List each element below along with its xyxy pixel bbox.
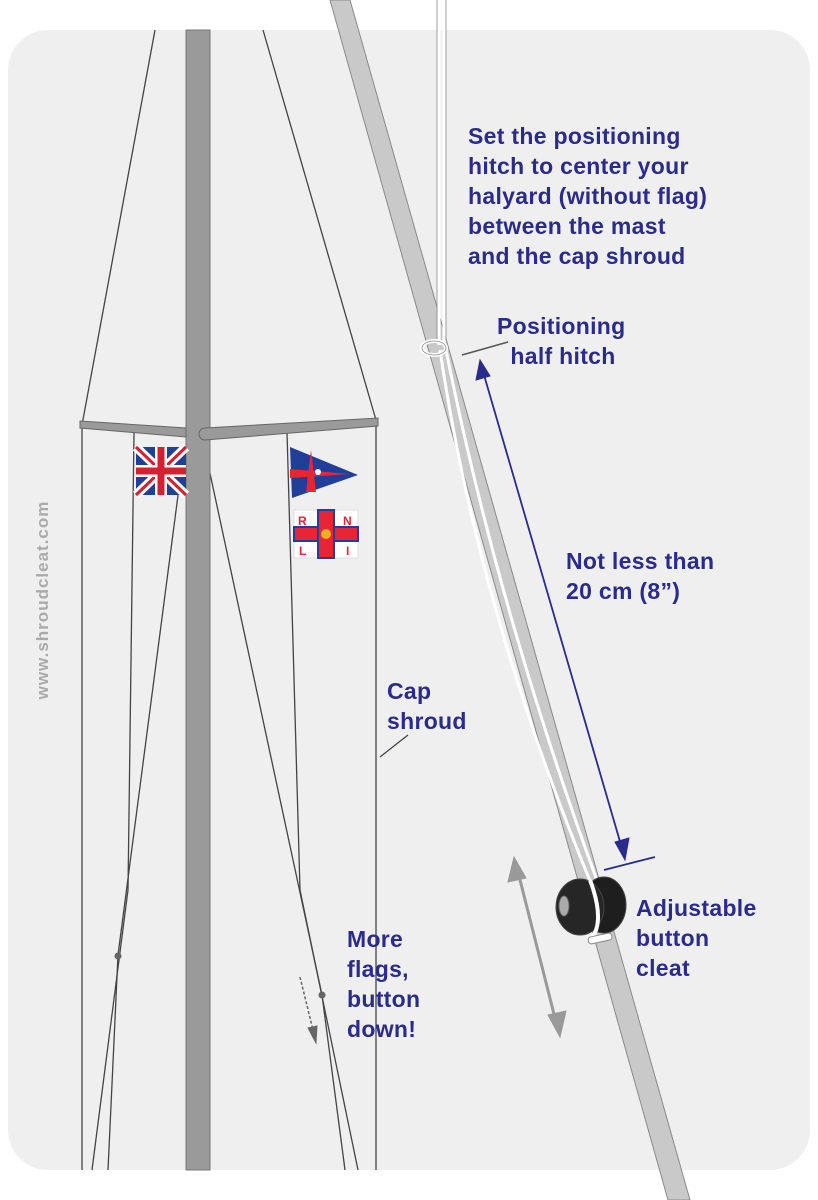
svg-text:N: N (343, 514, 352, 528)
union-jack-flag (132, 443, 190, 499)
standing-rigging (81, 29, 377, 1171)
adjust-direction-arrow (507, 855, 567, 1039)
button-cleat (555, 876, 627, 945)
flag-clip (318, 991, 326, 999)
instruction-text: Set the positioning hitch to center your… (468, 123, 708, 269)
positioning-hitch-label: Positioning half hitch (497, 313, 626, 369)
cap-shroud-label: Cap shroud (387, 678, 467, 734)
svg-text:L: L (299, 544, 306, 558)
spreader-left (79, 420, 187, 438)
cap-shroud-pointer-line (379, 734, 409, 758)
website-watermark: www.shroudcleat.com (33, 500, 52, 700)
spreader-right (198, 417, 379, 441)
burgee-flag (290, 447, 358, 498)
rnli-flag: R N L I (293, 509, 359, 559)
distance-arrow (475, 358, 656, 871)
flag-clip (114, 952, 122, 960)
svg-text:I: I (346, 544, 349, 558)
mast (185, 29, 211, 1171)
svg-text:R: R (298, 514, 307, 528)
button-cleat-label: Adjustable button cleat (636, 895, 757, 981)
button-down-arrow (299, 976, 318, 1045)
hitch-pointer-line (461, 341, 509, 356)
distance-label: Not less than 20 cm (8”) (566, 548, 715, 604)
halyard (437, 0, 608, 906)
more-flags-label: More flags, button down! (347, 926, 421, 1042)
